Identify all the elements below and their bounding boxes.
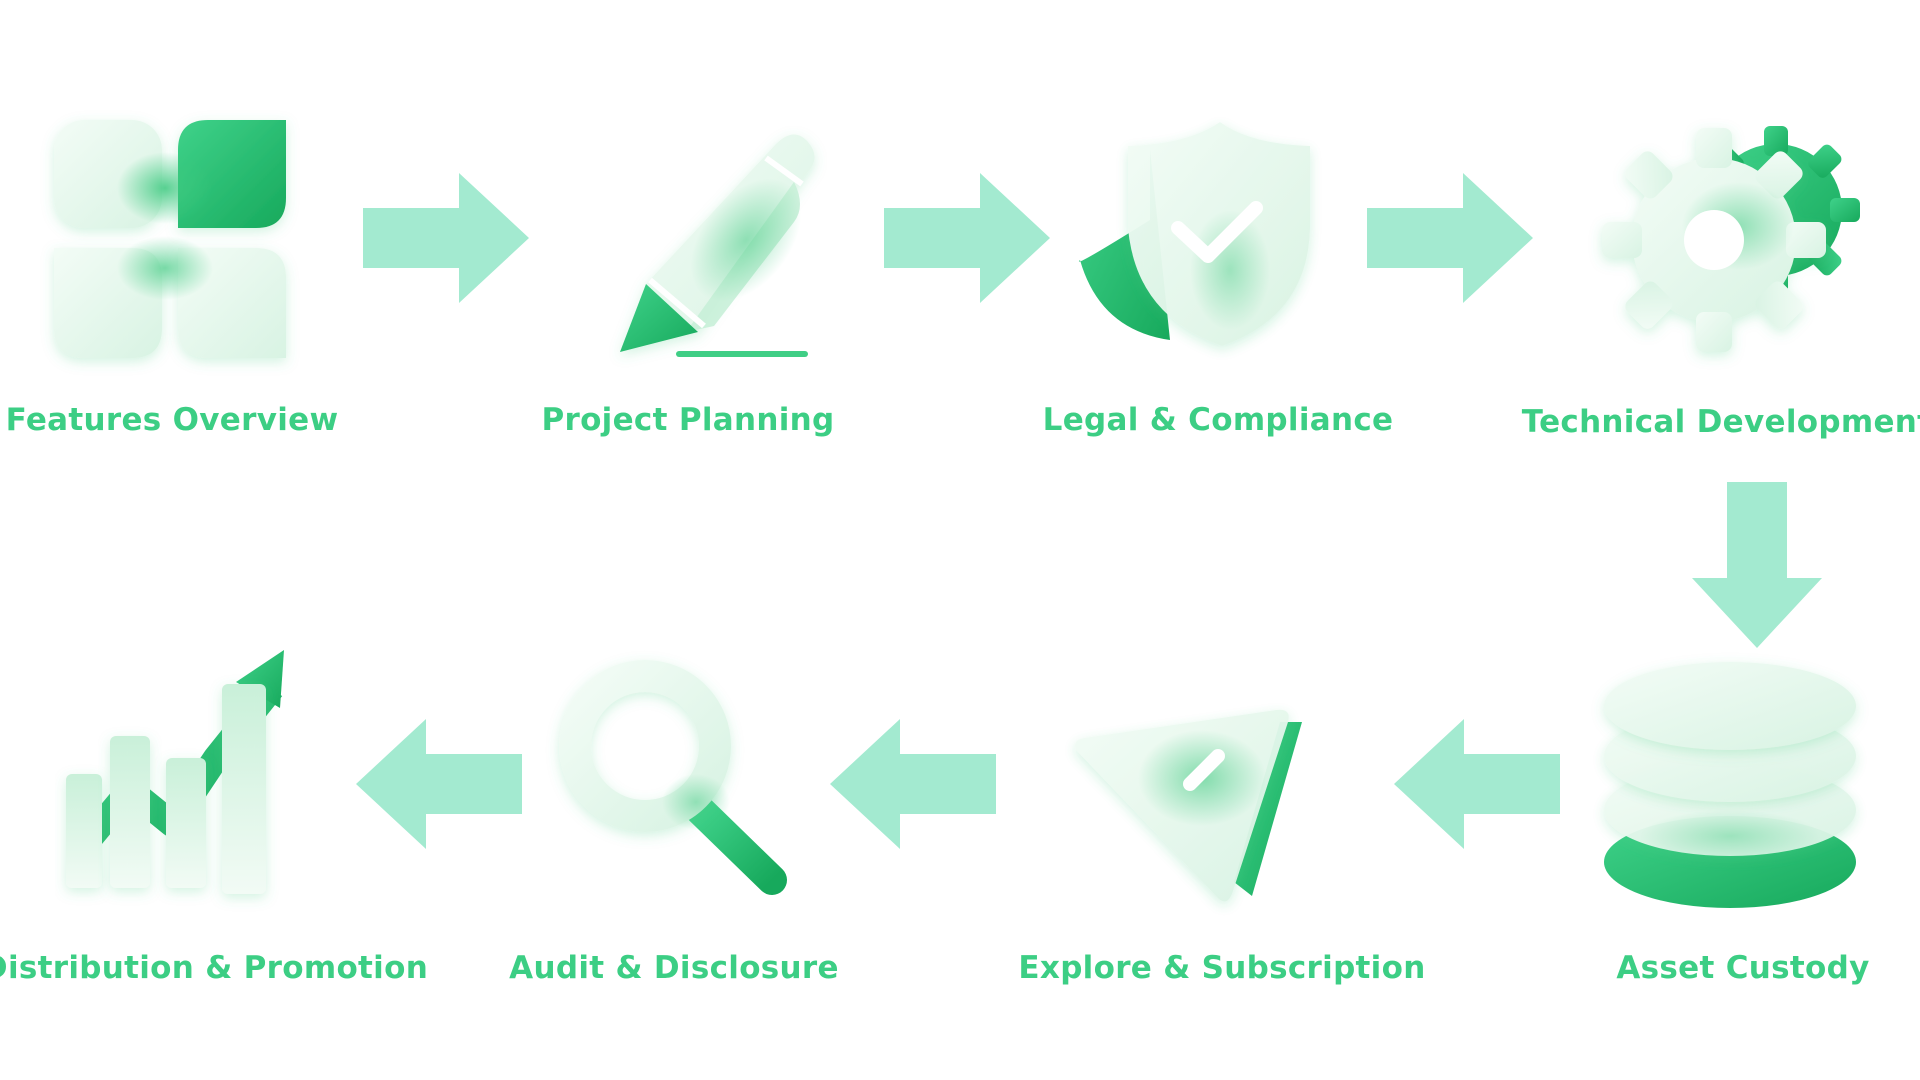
arrow-left: [356, 719, 522, 849]
step-label: Audit & Disclosure: [509, 950, 839, 986]
bar-chart-growth-icon: [50, 640, 310, 900]
step-label: Legal & Compliance: [1042, 402, 1394, 438]
arrow-right: [884, 173, 1050, 303]
step-label: Technical Development: [1521, 404, 1920, 440]
magnifier-icon: [550, 660, 810, 920]
pencil-icon: [590, 110, 850, 370]
shield-check-icon: [1070, 110, 1330, 370]
arrow-right: [1367, 173, 1533, 303]
arrow-left: [830, 719, 996, 849]
step-label: Asset Custody: [1616, 950, 1870, 986]
step-label: Features Overview: [5, 402, 339, 438]
gear-icon: [1600, 110, 1860, 370]
arrow-down: [1692, 482, 1822, 648]
database-stack-icon: [1600, 660, 1860, 920]
send-icon: [1070, 660, 1330, 920]
arrow-left: [1394, 719, 1560, 849]
arrow-right: [363, 173, 529, 303]
step-label: Distribution & Promotion: [0, 950, 429, 986]
grid-icon: [40, 110, 300, 370]
step-label: Project Planning: [541, 402, 835, 438]
step-label: Explore & Subscription: [1018, 950, 1426, 986]
